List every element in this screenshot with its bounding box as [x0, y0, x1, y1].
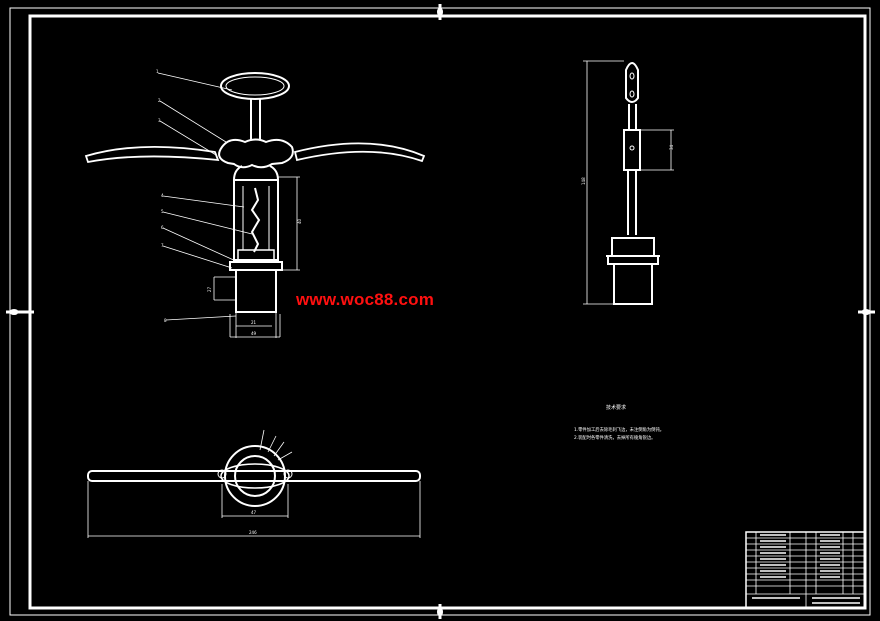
- dim-front-height: 40: [297, 218, 302, 224]
- dim-side-total: 148: [581, 177, 586, 185]
- main-body: [233, 179, 279, 261]
- dim-side-top: 34: [669, 144, 674, 150]
- plan-ring: [224, 445, 286, 507]
- dim-plan-span: 246: [249, 530, 257, 535]
- leader-6: 6: [161, 225, 164, 230]
- title-block: [745, 531, 866, 609]
- leader-7: 7: [161, 243, 164, 248]
- dim-cap-outer: 49: [251, 331, 257, 336]
- side-gear-block: [623, 129, 641, 171]
- leader-8: 8: [164, 318, 167, 323]
- gear-head: [218, 138, 294, 169]
- side-base: [607, 255, 659, 265]
- tech-requirement-line: 2.装配时各零件清洗，去掉所有棱角锐边。: [574, 436, 656, 441]
- leader-3: 3: [158, 118, 161, 123]
- tech-requirement-line: 1.零件加工后去除毛刺飞边，未注倒角为倒钝。: [574, 428, 665, 433]
- tech-requirements-title: 技术要求: [606, 405, 627, 411]
- plan-view: [87, 429, 421, 538]
- plan-view-labels: 246 47: [249, 510, 257, 535]
- top-handle-ring: [220, 72, 290, 100]
- worm-screw: [250, 187, 261, 253]
- side-view: [583, 60, 674, 305]
- leader-4: 4: [161, 193, 164, 198]
- outer-frame: [9, 7, 871, 616]
- plan-lever-bar: [87, 470, 421, 482]
- side-cap: [613, 263, 653, 305]
- right-lever-arm: [293, 142, 426, 163]
- bottle-cap: [235, 269, 277, 313]
- watermark: www.woc88.com: [296, 290, 435, 309]
- front-view-labels: 40 27 21 49 1 2 3 4 5 6 7 8: [156, 69, 302, 336]
- side-view-labels: 148 34: [581, 144, 674, 185]
- leader-1: 1: [156, 69, 159, 74]
- dim-cap-inner: 21: [251, 320, 257, 325]
- side-handle: [625, 62, 639, 103]
- front-view: [84, 72, 426, 338]
- leader-5: 5: [161, 209, 164, 214]
- left-lever-arm: [84, 145, 220, 164]
- dim-cap-height: 27: [207, 286, 212, 292]
- centering-marks: [6, 4, 875, 619]
- inner-frame: [28, 14, 867, 610]
- dim-plan-ring: 47: [251, 510, 257, 515]
- leader-2: 2: [158, 98, 161, 103]
